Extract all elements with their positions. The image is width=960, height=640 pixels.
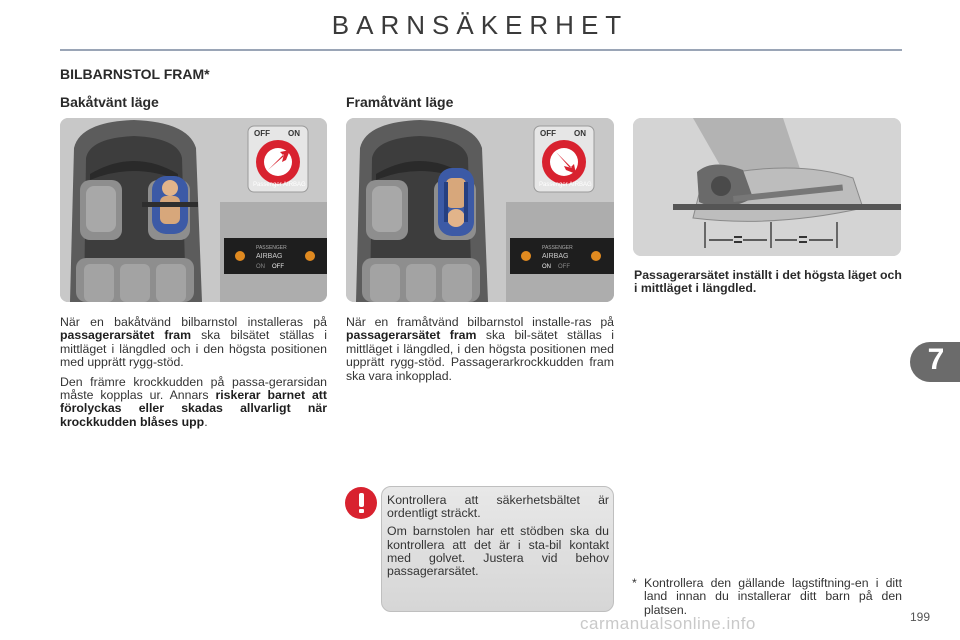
airbag-off-label: OFF <box>540 129 556 138</box>
seat-caption: Passagerarsätet inställt i det högsta lä… <box>634 268 902 296</box>
warning-paragraph-2: Om barnstolen har ett stödben ska du kon… <box>387 524 609 579</box>
header-divider <box>60 49 902 51</box>
display-airbag: AIRBAG <box>256 253 282 260</box>
warning-paragraph-1: Kontrollera att säkerhetsbältet är orden… <box>387 493 609 521</box>
forward-facing-illustration: OFF ON Passenger AIRBAG PASSENGER AIRBAG… <box>346 118 614 302</box>
display-on: ON <box>542 264 551 270</box>
forward-facing-title: Framåtvänt läge <box>346 94 454 110</box>
rear-facing-title: Bakåtvänt läge <box>60 94 159 110</box>
forward-facing-text: När en framåtvänd bilbarnstol installe-r… <box>346 315 614 389</box>
airbag-off-label: OFF <box>254 129 270 138</box>
chapter-tab <box>910 342 960 382</box>
footnote-text: Kontrollera den gällande lagstiftning-en… <box>644 576 902 617</box>
display-passenger: PASSENGER <box>256 245 287 251</box>
warning-box <box>381 486 614 612</box>
section-title: BILBARNSTOL FRAM* <box>60 66 210 82</box>
page-title: BARNSÄKERHET <box>331 10 629 40</box>
rear-facing-text: När en bakåtvänd bilbarnstol installeras… <box>60 315 328 435</box>
page-number: 199 <box>910 610 931 624</box>
warning-icon <box>345 487 377 519</box>
seat-adjustment-illustration <box>633 118 901 256</box>
footnote: * Kontrollera den gällande lagstiftning-… <box>632 576 902 617</box>
front-paragraph-1: När en framåtvänd bilbarnstol installe-r… <box>346 315 614 383</box>
airbag-on-label: ON <box>574 129 586 138</box>
rear-paragraph-1: När en bakåtvänd bilbarnstol installeras… <box>60 315 328 370</box>
display-on: ON <box>256 264 265 270</box>
chapter-number: 7 <box>927 343 945 376</box>
rear-facing-illustration: OFF ON Passenger AIRBAG PASSENGER AIRBAG… <box>60 118 327 302</box>
display-off: OFF <box>558 264 570 270</box>
airbag-ring-text: Passenger AIRBAG <box>539 182 592 188</box>
footnote-star: * <box>632 576 637 590</box>
warning-text: Kontrollera att säkerhetsbältet är orden… <box>387 493 609 583</box>
airbag-on-label: ON <box>288 129 300 138</box>
display-passenger: PASSENGER <box>542 245 573 251</box>
display-airbag: AIRBAG <box>542 253 568 260</box>
rear-paragraph-2: Den främre krockkudden på passa-gerarsid… <box>60 374 327 429</box>
airbag-ring-text: Passenger AIRBAG <box>253 182 306 188</box>
display-off: OFF <box>272 264 284 270</box>
watermark: carmanualsonline.info <box>580 614 756 633</box>
